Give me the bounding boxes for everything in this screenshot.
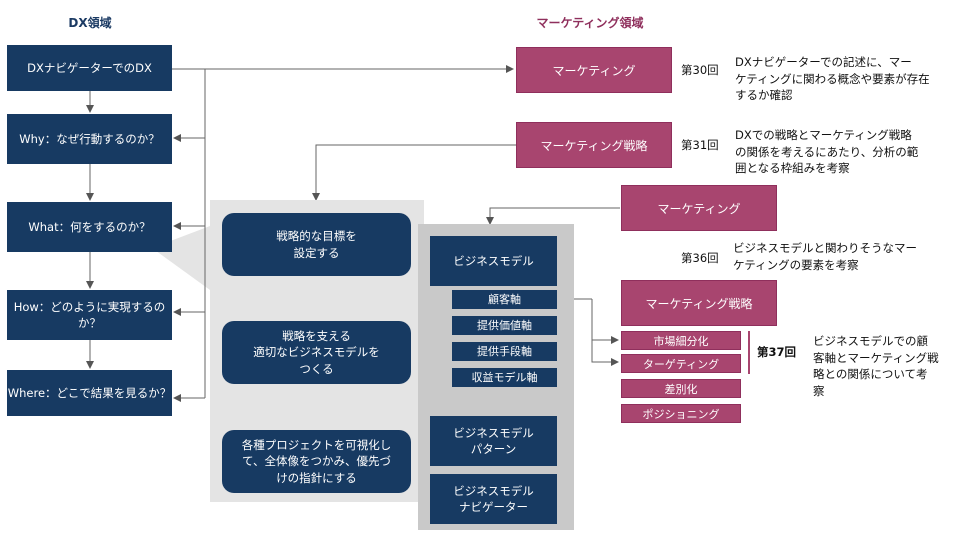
- strategic-goal-box: 戦略的な目標を 設定する: [222, 213, 411, 276]
- session-31-note: DXでの戦略とマーケティング戦略 の関係を考えるにあたり、分析の範 囲となる枠組…: [735, 128, 919, 176]
- what-callout-wedge: [152, 226, 210, 290]
- value-axis-box: 提供価値軸: [452, 316, 557, 335]
- differentiation-box: 差別化: [621, 379, 741, 398]
- positioning-box: ポジショニング: [621, 404, 741, 423]
- what-box: What：何をするのか？: [7, 202, 172, 252]
- marketing-area-header: マーケティング領域: [536, 16, 644, 30]
- session-30-note: DXナビゲーターでの記述に、マー ケティングに関わる概念や要素が存在 するか確認: [735, 55, 930, 103]
- revenue-axis-box: 収益モデル軸: [452, 368, 557, 387]
- session-37-note: ビジネスモデルでの顧 客軸とマーケティング戦 略との関係について考 察: [813, 334, 939, 399]
- where-box: Where：どこで結果を見るか？: [7, 370, 172, 416]
- marketing-box-2: マーケティング: [621, 185, 777, 231]
- session-36-number: 第36回: [681, 251, 719, 265]
- customer-axis-box: 顧客軸: [452, 290, 557, 309]
- why-box: Why：なぜ行動するのか？: [7, 114, 172, 164]
- marketing-strategy-box-1: マーケティング戦略: [516, 122, 672, 168]
- marketing-box-1: マーケティング: [516, 47, 672, 93]
- means-axis-box: 提供手段軸: [452, 342, 557, 361]
- session-36-note: ビジネスモデルと関わりそうなマー ケティングの要素を考察: [733, 241, 917, 272]
- business-model-strategy-box: 戦略を支える 適切なビジネスモデルを つくる: [222, 321, 411, 384]
- dx-area-header: DX領域: [68, 16, 112, 30]
- business-model-navigator-box: ビジネスモデル ナビゲーター: [430, 474, 557, 524]
- targeting-box: ターゲティング: [621, 354, 741, 373]
- segmentation-box: 市場細分化: [621, 331, 741, 350]
- session-30-number: 第30回: [681, 63, 719, 77]
- project-visualization-box: 各種プロジェクトを可視化し て、全体像をつかみ、優先づ けの指針にする: [222, 430, 411, 493]
- dx-navigator-box: DXナビゲーターでのDX: [7, 45, 172, 91]
- how-box: How：どのように実現するのか？: [7, 290, 172, 340]
- business-model-box: ビジネスモデル: [430, 236, 557, 286]
- session-37-number: 第37回: [757, 345, 797, 359]
- business-model-pattern-box: ビジネスモデル パターン: [430, 416, 557, 466]
- session-31-number: 第31回: [681, 138, 719, 152]
- marketing-strategy-box-2: マーケティング戦略: [621, 280, 777, 326]
